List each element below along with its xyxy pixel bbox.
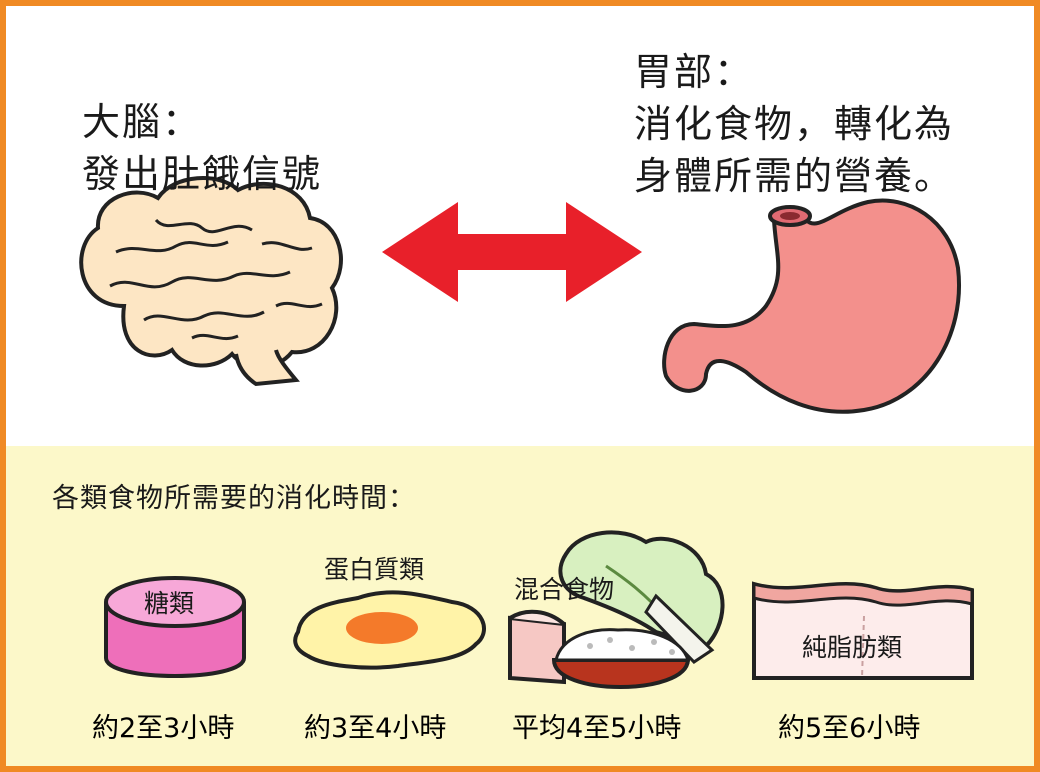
- illustration-layer: [79, 176, 974, 689]
- food-name-protein: 蛋白質類: [324, 555, 425, 584]
- fat-block-illustration: [752, 581, 974, 680]
- stomach-label-line3: 身體所需的營養。: [634, 154, 955, 198]
- sugar-cylinder-illustration: [104, 576, 246, 678]
- brain-label: 大腦： 發出肚餓信號: [82, 96, 322, 200]
- mixed-food-illustration: [508, 530, 725, 689]
- stomach-illustration: [662, 198, 961, 414]
- stomach-label-line1: 胃部：: [634, 50, 755, 94]
- brain-label-line1: 大腦：: [82, 100, 203, 144]
- food-time-protein: 約3至4小時: [304, 713, 447, 744]
- double-arrow-icon: [382, 202, 642, 302]
- stomach-label-line2: 消化食物，轉化為: [634, 102, 955, 146]
- stomach-label: 胃部： 消化食物，轉化為 身體所需的營養。: [634, 46, 954, 202]
- brain-illustration: [79, 176, 343, 387]
- food-name-mixed: 混合食物: [514, 575, 615, 604]
- section-title: 各類食物所需要的消化時間：: [52, 483, 416, 514]
- food-name-sugar: 糖類: [144, 589, 195, 618]
- fried-egg-illustration: [293, 590, 486, 670]
- food-time-mixed: 平均4至5小時: [512, 713, 682, 744]
- food-time-sugar: 約2至3小時: [92, 713, 235, 744]
- food-time-fat: 約5至6小時: [778, 713, 921, 744]
- food-name-fat: 純脂肪類: [802, 633, 903, 662]
- brain-label-line2: 發出肚餓信號: [82, 152, 323, 196]
